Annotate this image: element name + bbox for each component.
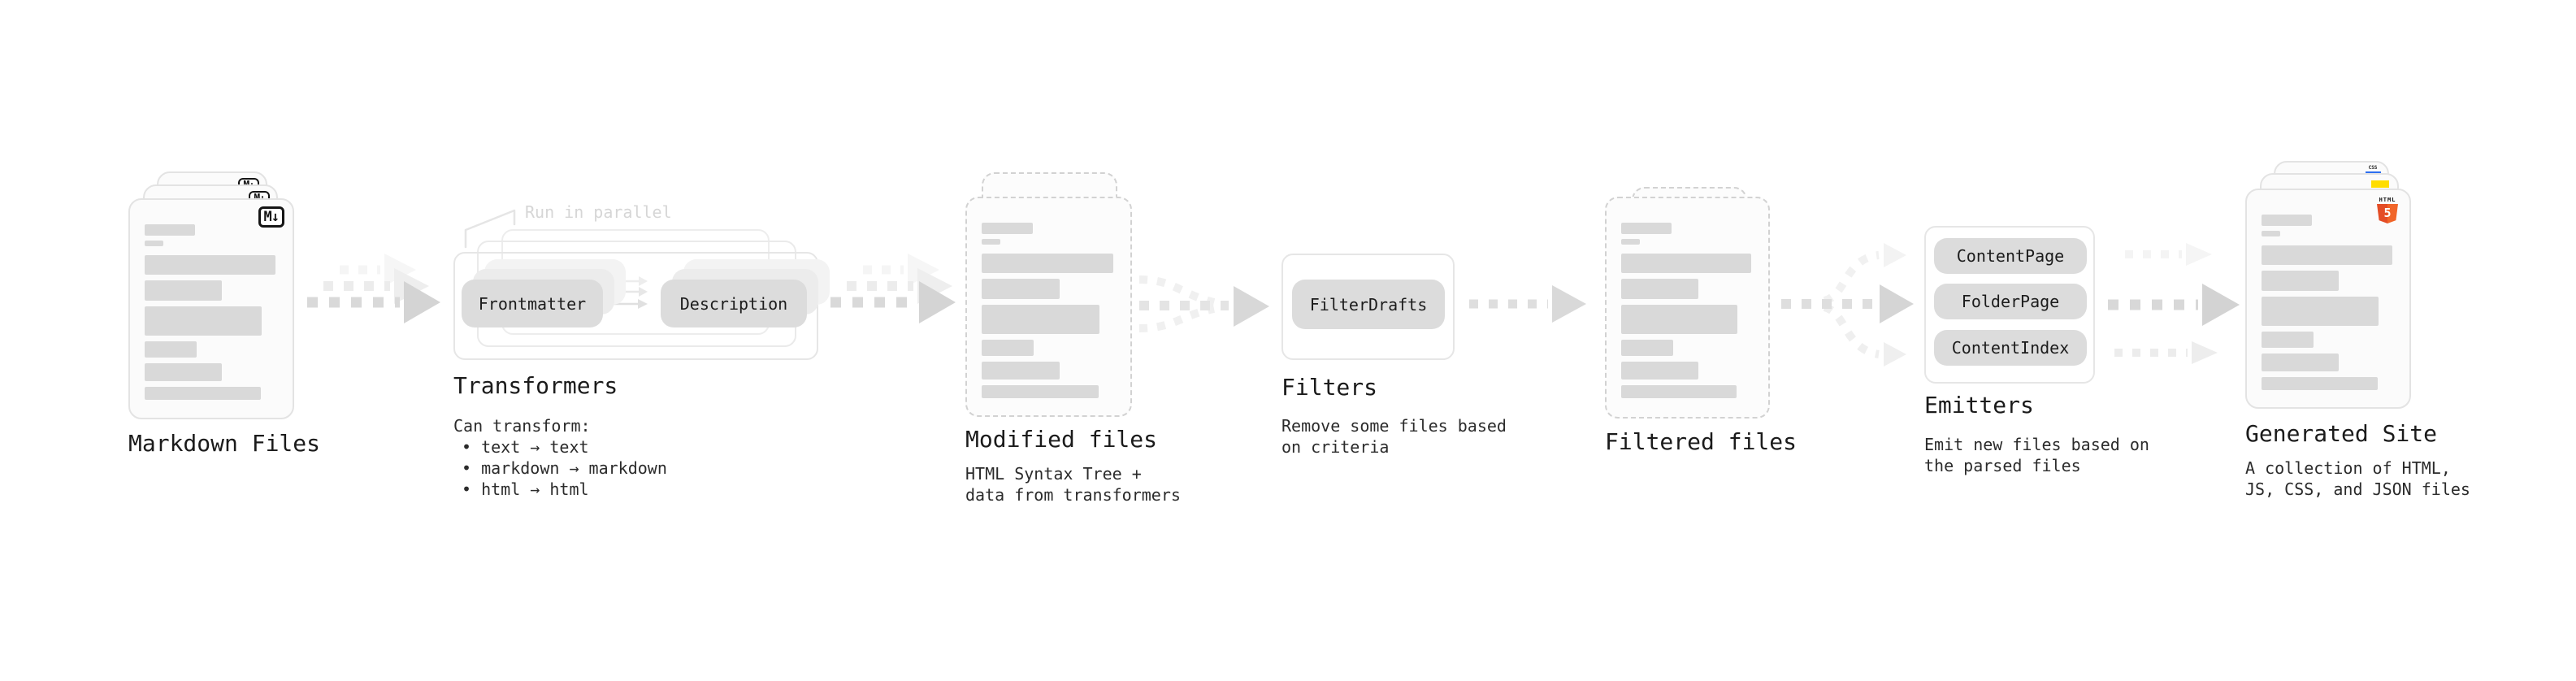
doc-layer-front (1605, 197, 1770, 419)
desc-line: • markdown → markdown (462, 458, 667, 478)
placeholder-text-bars (130, 200, 293, 400)
run-in-parallel-callout-line (464, 209, 516, 249)
arrow-markdown-to-transformers (307, 254, 440, 323)
pill-description: Description (661, 280, 807, 327)
stage-desc-modified-files: HTML Syntax Tree + data from transformer… (965, 463, 1181, 505)
html5-icon: HTML 5 (2374, 197, 2401, 223)
css-icon: CSS (2365, 166, 2381, 175)
stage-desc-generated-site: A collection of HTML, JS, CSS, and JSON … (2245, 458, 2470, 500)
markdown-icon: M↓ (258, 206, 284, 228)
doc-layer-front (965, 197, 1132, 417)
placeholder-text-bars (967, 198, 1130, 398)
filters-box (1281, 254, 1455, 360)
pill-folderpage: FolderPage (1934, 284, 2087, 319)
placeholder-text-bars (1607, 198, 1768, 398)
stage-desc-transformers: Can transform: • text → text • markdown … (453, 415, 667, 500)
stage-label-modified-files: Modified files (965, 426, 1158, 453)
run-in-parallel-annotation: Run in parallel (525, 202, 672, 222)
pill-frontmatter: Frontmatter (462, 280, 603, 327)
pill-filterdrafts: FilterDrafts (1292, 280, 1445, 329)
stage-label-filters: Filters (1281, 374, 1378, 401)
desc-line: on criteria (1281, 437, 1390, 457)
js-icon (2371, 180, 2389, 188)
desc-line: • html → html (462, 479, 589, 499)
arrow-filters-to-filtered (1469, 285, 1586, 323)
desc-line: A collection of HTML, (2245, 458, 2451, 478)
desc-line: • text → text (462, 437, 589, 457)
stage-label-markdown-files: Markdown Files (128, 430, 321, 457)
arrow-emitters-to-generated (2108, 243, 2240, 364)
pill-contentindex: ContentIndex (1934, 330, 2087, 366)
emitters-box (1924, 226, 2095, 384)
stage-label-filtered-files: Filtered files (1605, 428, 1798, 455)
arrow-filtered-to-emitters (1781, 243, 1914, 367)
placeholder-text-bars (2247, 190, 2409, 390)
stage-label-generated-site: Generated Site (2245, 420, 2438, 447)
stage-desc-emitters: Emit new files based on the parsed files (1924, 434, 2149, 476)
desc-line: JS, CSS, and JSON files (2245, 479, 2470, 499)
stage-label-transformers: Transformers (453, 372, 618, 399)
pill-contentpage: ContentPage (1934, 238, 2087, 274)
doc-layer-front: HTML 5 (2245, 189, 2411, 409)
desc-line: Remove some files based (1281, 416, 1507, 436)
desc-line: data from transformers (965, 485, 1181, 505)
doc-layer-front: M↓ (128, 198, 294, 419)
arrow-modified-to-filters (1138, 275, 1269, 332)
desc-line: Can transform: (453, 416, 591, 436)
desc-line: Emit new files based on (1924, 435, 2149, 454)
arrow-transformers-to-modified (830, 254, 956, 323)
stage-desc-filters: Remove some files based on criteria (1281, 415, 1507, 458)
desc-line: HTML Syntax Tree + (965, 464, 1142, 484)
desc-line: the parsed files (1924, 456, 2081, 475)
stage-label-emitters: Emitters (1924, 392, 2034, 419)
